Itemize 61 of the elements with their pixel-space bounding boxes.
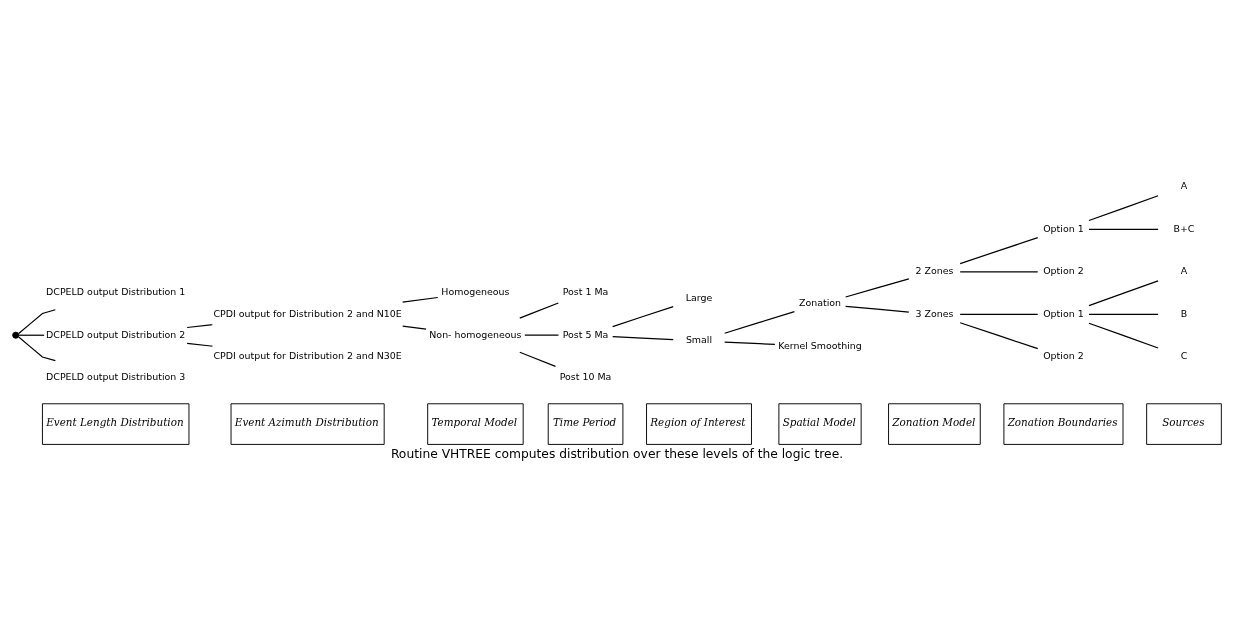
node-text: Post 1 Ma xyxy=(562,286,609,298)
connector xyxy=(519,302,559,319)
label: Event Length Distribution xyxy=(46,415,184,428)
label: Event Azimuth Distribution xyxy=(234,415,379,428)
node-text: DCPELD output Distribution 3 xyxy=(46,371,186,383)
node-text: Large xyxy=(685,291,713,303)
node-text: C xyxy=(1180,350,1188,362)
connector xyxy=(1088,322,1159,349)
connector xyxy=(519,351,557,367)
label: Spatial Model xyxy=(782,415,856,428)
node-text: Option 1 xyxy=(1043,307,1084,319)
label: Zonation Model xyxy=(892,415,976,428)
label: Region of Interest xyxy=(650,415,746,428)
node-text: DCPELD output Distribution 1 xyxy=(46,286,186,298)
node-text: Post 10 Ma xyxy=(559,371,612,383)
node-text: Option 2 xyxy=(1043,265,1084,277)
node-text: Post 5 Ma xyxy=(562,328,609,340)
connector xyxy=(186,324,213,329)
connector xyxy=(186,342,213,347)
connector xyxy=(959,237,1039,265)
node-text: 2 Zones xyxy=(915,265,954,277)
node-text: Small xyxy=(685,334,713,346)
node-text: 3 Zones xyxy=(915,307,954,319)
connector xyxy=(1088,195,1159,222)
connector xyxy=(1088,280,1159,307)
node-circle xyxy=(12,331,20,339)
connector xyxy=(1088,313,1159,316)
connector xyxy=(724,341,776,346)
connector xyxy=(18,336,56,362)
label: Zonation Boundaries xyxy=(1007,415,1118,428)
connector xyxy=(959,322,1039,350)
label: Time Period xyxy=(552,415,617,428)
node-text: Option 1 xyxy=(1043,222,1084,234)
connector xyxy=(959,271,1039,273)
node-text: CPDI output for Distribution 2 and N30E xyxy=(213,350,402,362)
connector xyxy=(402,296,439,303)
node-text: Kernel Smoothing xyxy=(778,339,862,351)
connector xyxy=(959,313,1039,316)
connector xyxy=(18,309,56,335)
node-text: B xyxy=(1180,307,1188,319)
node-text: Non- homogeneous xyxy=(429,328,522,340)
caption: Routine VHTREE computes distribution over these levels of the logic tree. xyxy=(390,447,844,462)
connector xyxy=(845,278,910,298)
node-text: Option 2 xyxy=(1043,350,1084,362)
node-text: A xyxy=(1180,265,1188,277)
connector xyxy=(612,335,674,341)
label: Sources xyxy=(1162,415,1205,428)
connector xyxy=(524,334,560,336)
node-text: A xyxy=(1180,180,1188,192)
connector xyxy=(612,305,674,328)
connector xyxy=(1088,228,1159,230)
connector xyxy=(724,311,796,334)
node-text: DCPELD output Distribution 2 xyxy=(46,328,186,340)
connector xyxy=(845,305,910,313)
connector xyxy=(402,325,427,330)
connector xyxy=(18,334,45,336)
label: Temporal Model xyxy=(431,415,518,428)
node-text: B+C xyxy=(1173,222,1195,234)
node-text: CPDI output for Distribution 2 and N10E xyxy=(213,307,402,319)
node-text: Homogeneous xyxy=(441,286,510,298)
node-text: Zonation xyxy=(798,297,842,309)
